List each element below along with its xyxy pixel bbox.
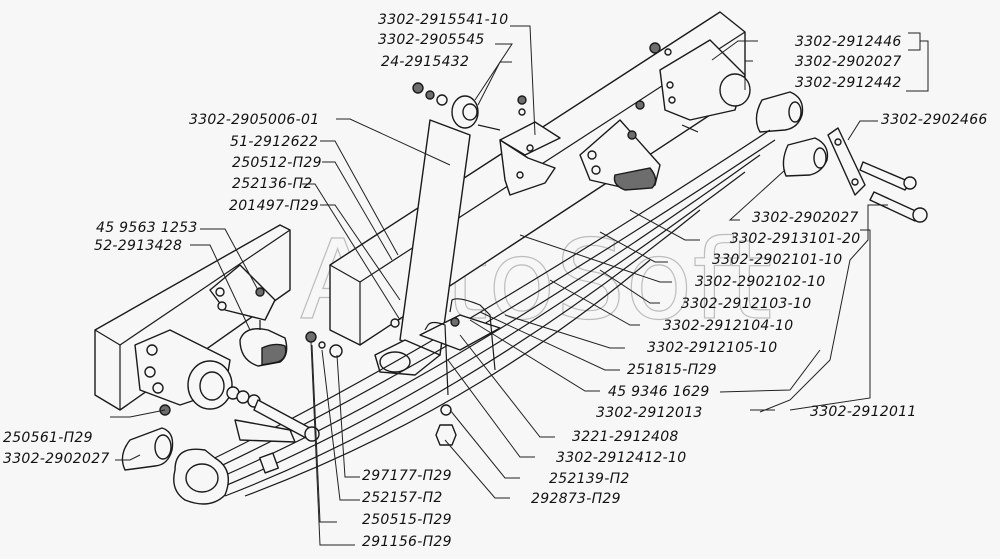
label-part: 3302-2912105-10 (647, 340, 777, 356)
label-part: 24-2915432 (381, 54, 469, 70)
label-part: 3302-2912011 (810, 404, 917, 420)
label-part: 45 9346 1629 (608, 384, 710, 400)
label-part: 252139-П2 (549, 471, 630, 487)
shackle-bolts (859, 161, 928, 223)
leader-lines (110, 25, 929, 546)
front-eye-bolt (226, 386, 320, 443)
label-part: 3221-2912408 (572, 429, 679, 445)
label-part: 3302-2912104-10 (663, 318, 793, 334)
label-part: 3302-2905545 (378, 32, 485, 48)
label-part: 3302-2912442 (795, 75, 902, 91)
label-part: 3302-2905006-01 (189, 112, 319, 128)
label-part: 250515-П29 (362, 512, 452, 528)
label-part: 3302-2902027 (3, 451, 110, 467)
label-part: 45 9563 1253 (96, 220, 198, 236)
label-part: 3302-2902101-10 (712, 252, 842, 268)
label-part: 201497-П29 (229, 198, 319, 214)
label-part: 3302-2902466 (881, 112, 988, 128)
label-part: 3302-2915541-10 (378, 12, 508, 28)
label-part: 252136-П2 (232, 176, 313, 192)
bushing-rear-upper (755, 91, 804, 133)
rear-shackle-bracket (635, 39, 751, 133)
shock-absorber (374, 82, 501, 376)
front-spring-bracket (134, 329, 233, 410)
label-part: 252157-П2 (362, 490, 443, 506)
label-part: 251815-П29 (627, 362, 717, 378)
label-part: 3302-2902102-10 (695, 274, 825, 290)
bushing-rear-lower (782, 137, 829, 177)
label-part: 292873-П29 (531, 491, 621, 507)
label-part: 250561-П29 (3, 430, 93, 446)
label-part: 250512-П29 (232, 155, 322, 171)
label-part: 3302-2913101-20 (730, 231, 860, 247)
shackle-plate (827, 127, 866, 196)
part-labels: 3302-2915541-10 3302-2905545 24-2915432 … (3, 12, 988, 550)
label-part: 3302-2912103-10 (681, 296, 811, 312)
label-part: 297177-П29 (362, 468, 452, 484)
label-part: 3302-2912013 (596, 405, 703, 421)
label-part: 291156-П29 (362, 534, 452, 550)
label-part: 3302-2912412-10 (556, 450, 686, 466)
label-part: 3302-2902027 (795, 54, 902, 70)
label-part: 51-2912622 (230, 134, 318, 150)
bump-stop-left (239, 320, 288, 367)
u-bolt-assembly (419, 298, 501, 446)
shock-bracket (499, 95, 561, 196)
label-part: 3302-2902027 (752, 210, 859, 226)
label-part: 3302-2912446 (795, 34, 902, 50)
bushing-front (121, 427, 174, 471)
shock-lower-fasteners (305, 318, 400, 358)
bump-stop-bracket-center (579, 119, 661, 191)
label-part: 52-2913428 (94, 238, 182, 254)
